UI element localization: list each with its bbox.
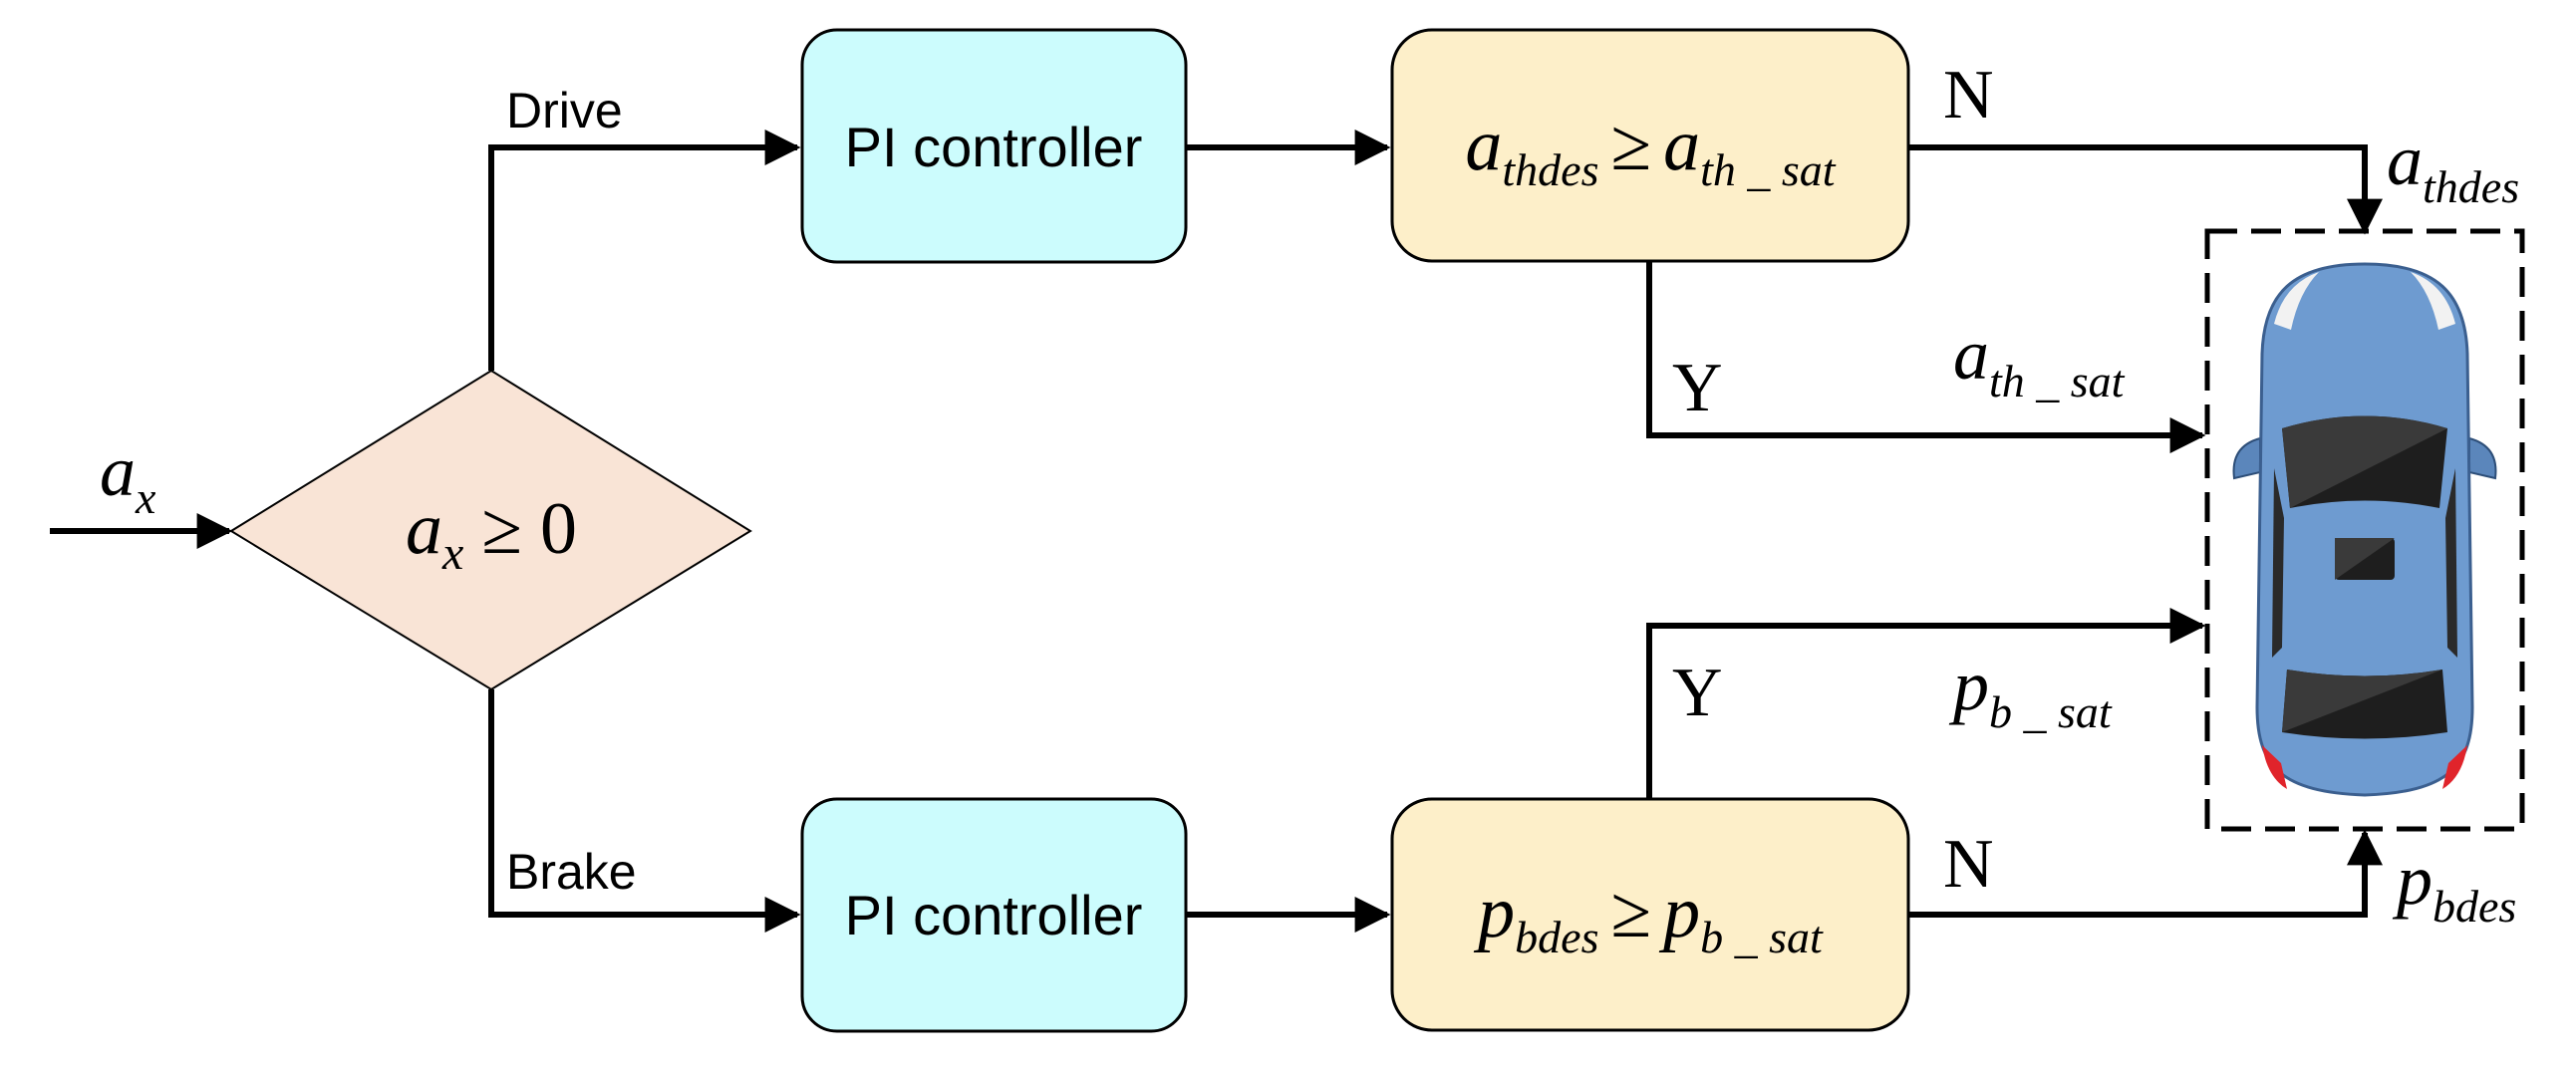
- brake-yes-signal-sub: b _ sat: [1989, 686, 2113, 737]
- input-name: a: [100, 431, 136, 511]
- drive-check-lhs: a: [1465, 105, 1502, 186]
- brake-no-signal-name: p: [2392, 840, 2433, 920]
- drive-branch-label: Drive: [506, 83, 623, 138]
- car-top-view-icon: [2232, 262, 2497, 797]
- brake-no-signal-label: pbdes: [2392, 840, 2516, 932]
- brake-check-op: ≥: [1611, 872, 1652, 953]
- brake-saturation-check-block: pbdes≥pb _ sat: [1390, 797, 1910, 1032]
- drive-no-signal-name: a: [2387, 121, 2423, 200]
- brake-check-rhs-sub: b _ sat: [1700, 912, 1824, 962]
- drive-yes-signal-sub: th _ sat: [1989, 356, 2126, 406]
- drive-no-signal-sub: thdes: [2423, 161, 2519, 212]
- decision-condition: ax ≥0: [406, 488, 577, 580]
- brake-pi-controller-block: PI controller: [800, 797, 1188, 1033]
- brake-check-lhs-sub: bdes: [1515, 912, 1598, 962]
- input-sub: x: [135, 472, 156, 523]
- input-signal-label: ax: [100, 431, 156, 523]
- decision-node: ax ≥0: [229, 369, 752, 691]
- decision-lhs: a: [406, 488, 442, 570]
- drive-yes-signal-name: a: [1953, 315, 1989, 395]
- drive-check-rhs-sub: th _ sat: [1700, 144, 1837, 195]
- drive-check-condition: athdes≥ath _ sat: [1465, 105, 1836, 195]
- brake-no-path: [1908, 829, 2383, 918]
- brake-pi-controller-label: PI controller: [845, 884, 1143, 946]
- drive-saturation-check-block: athdes≥ath _ sat: [1390, 28, 1910, 263]
- drive-no-path: [1908, 144, 2383, 235]
- drive-branch-arrow: [488, 130, 801, 371]
- decision-rhs: 0: [540, 488, 577, 570]
- brake-no-label: N: [1943, 826, 1994, 903]
- drive-pi-controller-label: PI controller: [845, 116, 1143, 178]
- brake-yes-signal-name: p: [1948, 646, 1989, 725]
- brake-no-signal-sub: bdes: [2433, 881, 2516, 932]
- drive-yes-label: Y: [1672, 350, 1723, 426]
- brake-yes-signal-label: pb _ sat: [1948, 646, 2113, 737]
- drive-no-signal-label: athdes: [2387, 121, 2519, 212]
- drive-yes-signal-label: ath _ sat: [1953, 315, 2126, 406]
- brake-yes-label: Y: [1672, 655, 1723, 731]
- drive-check-lhs-sub: thdes: [1502, 144, 1598, 195]
- brake-yes-path: [1646, 608, 2206, 799]
- brake-check-rhs: p: [1658, 872, 1700, 953]
- vehicle-boundary: [2204, 228, 2525, 832]
- decision-lhs-sub: x: [441, 527, 463, 580]
- brake-branch-arrow: [488, 689, 801, 933]
- brake-check-lhs: p: [1473, 872, 1515, 953]
- drive-check-op: ≥: [1611, 105, 1652, 186]
- brake-check-condition: pbdes≥pb _ sat: [1473, 872, 1824, 962]
- brake-branch-label: Brake: [506, 844, 637, 900]
- drive-yes-path: [1646, 261, 2206, 453]
- decision-op: ≥: [481, 488, 522, 570]
- drive-pi-controller-block: PI controller: [800, 28, 1188, 264]
- drive-check-rhs: a: [1663, 105, 1700, 186]
- connectors: [50, 130, 2383, 933]
- drive-no-label: N: [1943, 57, 1994, 134]
